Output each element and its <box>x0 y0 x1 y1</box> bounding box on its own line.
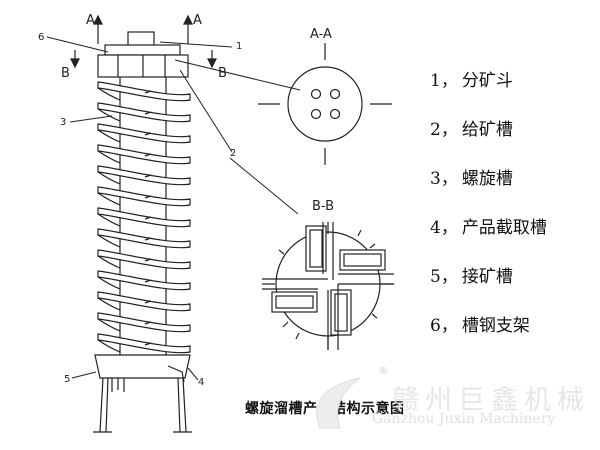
legend-label: 给矿槽 <box>461 120 513 140</box>
section-b-b-label: B-B <box>312 199 334 214</box>
flow-arrow-icon <box>144 342 152 346</box>
section-a-a-label: A-A <box>310 27 332 42</box>
legend-num: 4 <box>430 218 441 238</box>
legend-num: 1 <box>430 71 441 91</box>
flow-arrow-icon <box>144 174 152 178</box>
flow-arrow-icon <box>144 321 152 325</box>
flow-arrow-icon <box>144 90 152 94</box>
spiral-turn <box>97 291 191 312</box>
callout-lines <box>46 36 301 381</box>
spiral-turn <box>97 312 191 333</box>
callout-6: 6 <box>38 32 44 43</box>
legend-item-5: 5，接矿槽 <box>430 266 600 315</box>
feed-launder-top <box>104 44 181 56</box>
channel-steel-stand <box>93 377 192 433</box>
legend-num: 3 <box>430 169 441 189</box>
legend-item-1: 1，分矿斗 <box>430 70 600 119</box>
legend: 1，分矿斗 2，给矿槽 3，螺旋槽 4，产品截取槽 5，接矿槽 6，槽钢支架 <box>430 70 600 364</box>
legend-num: 6 <box>430 316 441 336</box>
legend-sep: ， <box>440 120 458 140</box>
marker-a-left: A <box>86 13 95 28</box>
product-cut-launder <box>167 365 185 383</box>
legend-sep: ， <box>440 71 458 91</box>
section-a-a-view <box>258 43 392 165</box>
spiral-edge <box>97 171 121 185</box>
spiral-edge <box>97 234 121 248</box>
flow-arrow-icon <box>144 258 152 262</box>
spiral-turn <box>97 102 191 123</box>
flow-arrow-icon <box>144 300 152 304</box>
tailings-receiver <box>94 354 191 379</box>
spiral-turn <box>97 81 191 102</box>
spiral-turn <box>97 165 191 186</box>
marker-b-left: B <box>61 66 70 81</box>
spiral-turns <box>97 81 191 354</box>
legend-num: 2 <box>430 120 441 140</box>
legend-label: 分矿斗 <box>461 71 513 91</box>
legend-item-2: 2，给矿槽 <box>430 119 600 168</box>
flow-arrow-icon <box>144 195 152 199</box>
legend-label: 产品截取槽 <box>461 218 547 238</box>
flow-arrow-icon <box>144 132 152 136</box>
spiral-chute-elevation <box>93 31 192 433</box>
marker-a-right: A <box>193 13 202 28</box>
section-markers <box>70 14 217 69</box>
callout-4: 4 <box>198 377 204 388</box>
flow-arrow-icon <box>144 111 152 115</box>
callout-2: 2 <box>230 148 236 159</box>
legend-label: 螺旋槽 <box>461 169 513 189</box>
spiral-turn <box>97 186 191 207</box>
spiral-turn <box>97 123 191 144</box>
marker-b-right: B <box>218 66 227 81</box>
spiral-edge <box>97 318 121 332</box>
callout-1: 1 <box>236 41 242 52</box>
spiral-edge <box>97 87 121 101</box>
spiral-edge <box>97 255 121 269</box>
flow-arrow-icon <box>144 237 152 241</box>
legend-label: 接矿槽 <box>461 267 513 287</box>
legend-label: 槽钢支架 <box>461 316 530 336</box>
legend-sep: ， <box>440 169 458 189</box>
spiral-edge <box>97 150 121 164</box>
spiral-turn <box>97 249 191 270</box>
flow-arrow-icon <box>144 153 152 157</box>
legend-item-6: 6，槽钢支架 <box>430 315 600 364</box>
legend-sep: ， <box>440 218 458 238</box>
legend-sep: ， <box>440 316 458 336</box>
spiral-turn <box>97 228 191 249</box>
spiral-turn <box>97 333 191 354</box>
spiral-edge <box>97 129 121 143</box>
spiral-edge <box>97 213 121 227</box>
legend-num: 5 <box>430 267 441 287</box>
distributor-box <box>127 31 155 47</box>
spiral-edge <box>97 339 121 353</box>
spiral-edge <box>97 297 121 311</box>
callout-3: 3 <box>60 117 66 128</box>
legend-item-4: 4，产品截取槽 <box>430 217 600 266</box>
legend-item-3: 3，螺旋槽 <box>430 168 600 217</box>
spiral-turn <box>97 144 191 165</box>
diagram-caption: 螺旋溜槽产品结构示意图 <box>245 401 405 417</box>
callout-5: 5 <box>64 374 70 385</box>
spiral-turn <box>97 270 191 291</box>
spiral-edge <box>97 192 121 206</box>
legend-sep: ， <box>440 267 458 287</box>
spiral-edge <box>97 276 121 290</box>
flow-arrow-icon <box>144 279 152 283</box>
spiral-turn <box>97 207 191 228</box>
flow-arrow-icon <box>144 216 152 220</box>
section-b-b-view <box>262 222 394 350</box>
